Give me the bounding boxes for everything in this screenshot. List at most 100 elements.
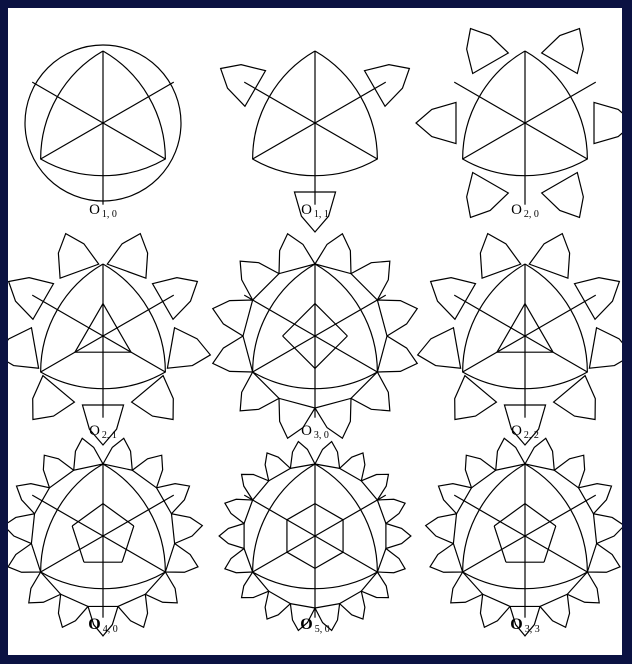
inner-edge (71, 503, 104, 527)
face-cell (350, 371, 391, 412)
face-cell (240, 570, 270, 599)
face-cell (528, 232, 571, 280)
spoke-line (102, 335, 166, 373)
polyhedron-drawing (415, 27, 622, 219)
face-cell (289, 440, 316, 470)
face-cell (552, 374, 596, 421)
label-letter: O (89, 423, 100, 439)
inner-edge (74, 303, 104, 353)
face-cell (314, 232, 352, 275)
face-cell (429, 542, 464, 573)
label-letter: O (300, 616, 313, 633)
face-cell (106, 232, 149, 280)
spoke-line (40, 335, 104, 373)
face-cell (429, 277, 477, 321)
face-cell (338, 452, 366, 482)
polyhedron-drawing (24, 44, 182, 205)
spoke-line (453, 294, 526, 337)
face-cell (479, 232, 522, 280)
face-cell (15, 482, 51, 515)
face-cell (376, 335, 419, 373)
face-cell (116, 593, 149, 629)
inner-edge (282, 335, 316, 369)
spoke-line (524, 335, 588, 373)
inner-edge (493, 525, 507, 563)
face-cell (144, 570, 178, 604)
spoke-line (243, 294, 316, 337)
polyhedron-drawing (8, 437, 204, 637)
spoke-line (462, 122, 526, 160)
polyhedron-drawing (424, 437, 622, 637)
inner-edge (121, 525, 135, 563)
label-index: 1, 0 (101, 209, 117, 220)
face-cell (503, 404, 547, 446)
face-cell (239, 260, 280, 301)
face-cell (223, 547, 254, 574)
face-cell (454, 374, 498, 421)
spoke-line (314, 494, 387, 537)
spoke-line (462, 335, 526, 373)
face-cell (376, 299, 419, 337)
spoke-line (314, 335, 378, 373)
label-index: 1, 1 (313, 209, 329, 220)
label-letter: O (88, 616, 101, 633)
spoke-line (524, 535, 588, 573)
face-cell (586, 542, 621, 573)
label-letter: O (511, 423, 522, 439)
inner-edge (71, 525, 85, 563)
face-cell (350, 260, 391, 301)
face-cell (240, 473, 270, 502)
spoke-line (243, 81, 316, 124)
face-cell (211, 299, 254, 337)
outer-circle (24, 44, 182, 202)
label-index: 2, 2 (523, 430, 539, 441)
face-cell (416, 326, 462, 369)
spoke-line (102, 494, 175, 537)
face-cell (479, 593, 512, 629)
face-cell (8, 277, 55, 321)
label-letter: O (511, 202, 522, 218)
face-cell (130, 374, 174, 421)
spoke-line (252, 122, 316, 160)
face-cell (540, 27, 584, 75)
face-cell (102, 437, 133, 471)
face-cell (450, 570, 484, 604)
spoke-line (524, 81, 597, 124)
face-cell (73, 437, 104, 471)
polyhedron-drawing (219, 50, 411, 233)
spoke-line (453, 494, 526, 537)
inner-edge (286, 551, 316, 569)
face-cell (376, 547, 407, 574)
face-cell (218, 522, 245, 550)
label-letter: O (301, 202, 312, 218)
face-cell (8, 326, 40, 369)
face-cell (166, 326, 212, 369)
face-cell (464, 454, 497, 489)
face-cell (211, 335, 254, 373)
face-cell (131, 454, 164, 489)
face-cell (524, 437, 555, 471)
face-cell (219, 64, 267, 108)
face-cell (495, 437, 526, 471)
face-cell (289, 602, 316, 632)
polyhedra-diagram (8, 27, 622, 637)
inner-edge (314, 335, 348, 369)
face-cell (42, 454, 75, 489)
spoke-line (314, 294, 387, 337)
spoke-line (40, 535, 104, 573)
face-cell (151, 277, 199, 321)
inner-edge (102, 303, 132, 353)
face-cell (314, 440, 341, 470)
polyhedron-drawing (8, 232, 212, 446)
inner-edge (314, 503, 344, 521)
face-cell (376, 498, 407, 525)
face-cell (437, 482, 473, 515)
face-cell (314, 397, 352, 440)
spoke-line (31, 81, 104, 124)
spoke-line (31, 294, 104, 337)
